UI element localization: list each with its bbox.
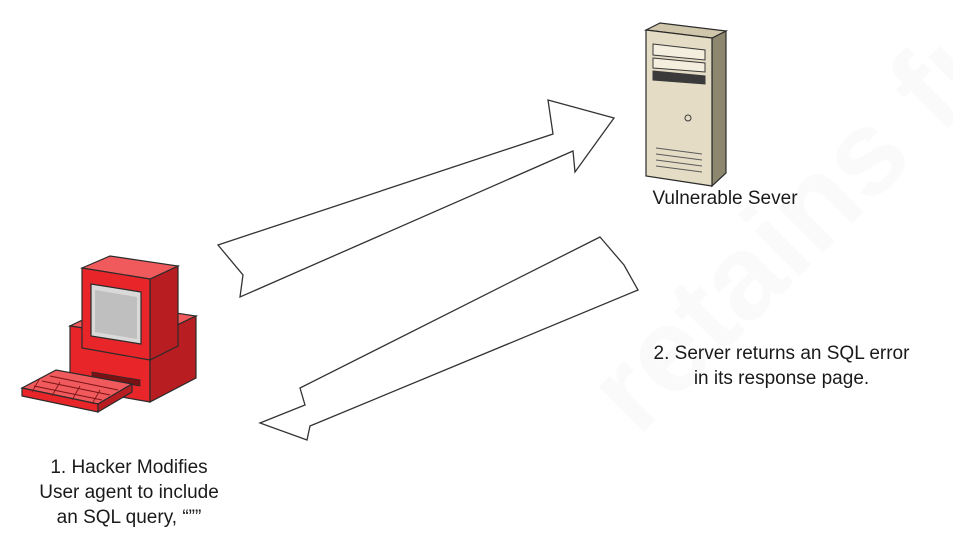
hacker-label-line-1: 1. Hacker Modifies — [50, 457, 208, 478]
server-tower-icon — [643, 22, 729, 188]
hacker-step-label: 1. Hacker Modifies User agent to include… — [0, 455, 258, 530]
hacker-label-line-3: an SQL query, “”” — [56, 507, 202, 528]
hacker-label-line-2: User agent to include — [39, 482, 219, 503]
request-arrow — [216, 99, 616, 299]
server-note-line-2: in its response page. — [693, 368, 870, 389]
server-response-note: 2. Server returns an SQL error in its re… — [610, 341, 953, 391]
hacker-computer-icon — [20, 255, 199, 414]
response-arrow — [258, 236, 639, 441]
server-note-line-1: 2. Server returns an SQL error — [653, 343, 910, 364]
server-label: Vulnerable Sever — [652, 188, 798, 209]
